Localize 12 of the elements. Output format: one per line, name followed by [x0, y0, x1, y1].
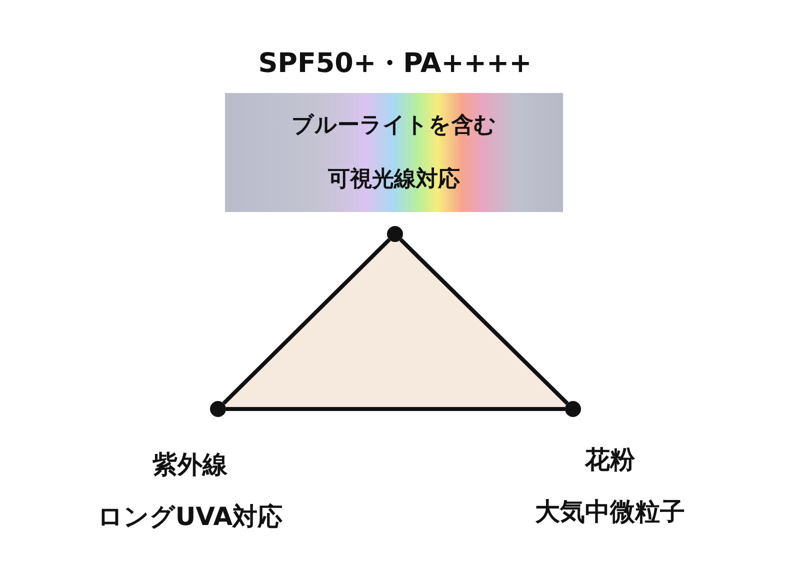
vertex-dot	[565, 401, 581, 417]
triangle-side	[222, 238, 391, 405]
heading: SPF50+・PA++++	[257, 47, 533, 81]
panel-text: ブルーライトを含む可視光線対応	[290, 112, 498, 194]
triangle-side	[226, 407, 565, 411]
vertex-label: 紫外線	[151, 449, 228, 481]
triangle-side	[399, 238, 569, 405]
vertex-label: 花粉	[584, 444, 636, 476]
vertex-dot	[387, 226, 403, 242]
vertex-dot	[210, 401, 226, 417]
vertex-label: ロングUVA対応	[96, 501, 284, 533]
vertex-label: 大気中微粒子	[534, 496, 686, 528]
